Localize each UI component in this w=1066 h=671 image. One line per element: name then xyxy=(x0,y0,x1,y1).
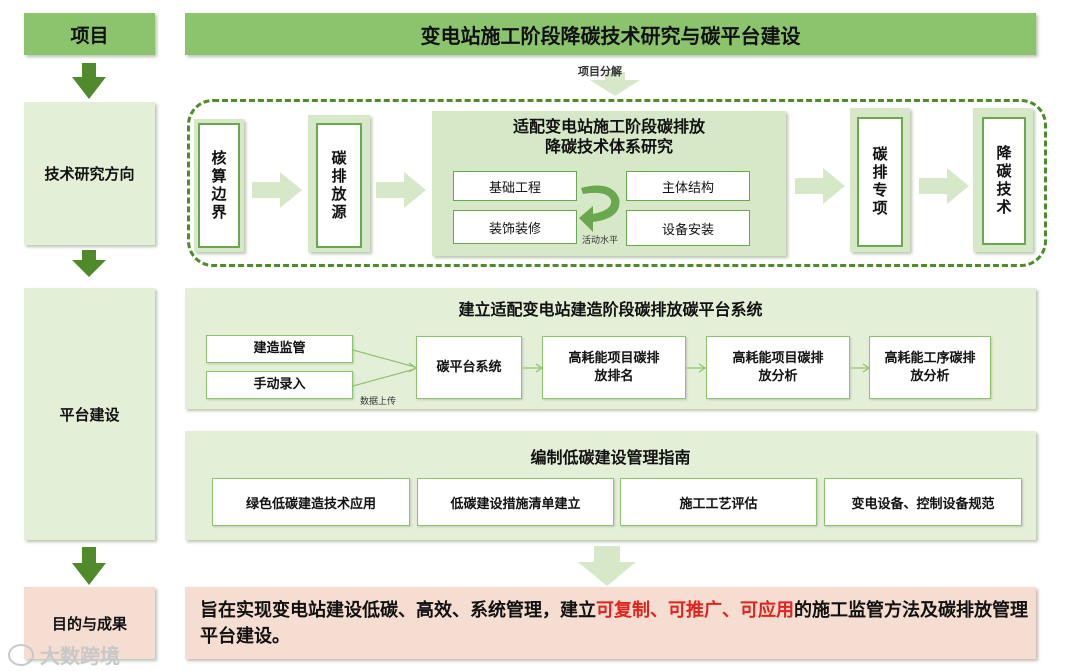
watermark: 大数跨境 xyxy=(8,640,120,669)
left-arrows xyxy=(72,63,106,585)
down-arrow-icon xyxy=(72,250,106,277)
cycle-arrow-icon xyxy=(579,185,620,232)
right-arrow-4 xyxy=(919,168,969,204)
emission-item-box: 碳排专项 xyxy=(857,117,903,247)
input-manual: 手动录入 xyxy=(206,371,353,399)
right-arrow-2 xyxy=(376,172,426,208)
down-arrow-icon xyxy=(72,547,106,585)
guide-item-4: 变电设备、控制设备规范 xyxy=(824,478,1022,526)
platform-title: 建立适配变电站建造阶段碳排放碳平台系统 xyxy=(458,300,763,319)
down-arrow-icon xyxy=(72,63,106,99)
guide-item-2: 低碳建设措施清单建立 xyxy=(417,478,614,526)
decompose-label: 项目分解 xyxy=(578,65,622,78)
watermark-text: 大数跨境 xyxy=(40,644,120,668)
input-monitoring: 建造监管 xyxy=(206,335,353,363)
system-title-line1: 适配变电站施工阶段碳排放 xyxy=(512,117,705,136)
right-arrow-1 xyxy=(252,172,302,208)
activity-equipment: 设备安装 xyxy=(626,210,750,246)
page-title: 变电站施工阶段降碳技术研究与碳平台建设 xyxy=(185,13,1036,55)
platform-connectors xyxy=(353,349,871,387)
down-arrow-icon xyxy=(590,72,640,96)
guide-item-1: 绿色低碳建造技术应用 xyxy=(212,478,410,526)
activity-structure: 主体结构 xyxy=(626,171,750,201)
result-panel xyxy=(185,587,1036,659)
right-arrow-icon xyxy=(376,172,426,208)
platform-step-project-analysis: 高耗能项目碳排放分析 xyxy=(706,336,850,399)
result-label: 目的与成果 xyxy=(24,587,155,659)
watermark-logo-icon xyxy=(8,643,34,666)
activity-decoration: 装饰装修 xyxy=(453,210,577,244)
system-title-line2: 降碳技术体系研究 xyxy=(544,137,673,156)
platform-step-process-analysis: 高耗能工序碳排放分析 xyxy=(869,336,991,399)
cycle-arrow xyxy=(579,185,620,232)
reduction-tech-box: 降碳技术 xyxy=(982,117,1026,245)
right-arrow-icon xyxy=(252,172,302,208)
tech-research-region xyxy=(187,99,1047,267)
activity-foundation: 基础工程 xyxy=(453,171,577,201)
platform-step-ranking: 高耗能项目碳排放排名 xyxy=(542,336,686,399)
result-text-before: 旨在实现变电站建设低碳、高效、系统管理，建立 xyxy=(200,600,596,621)
upload-label: 数据上传 xyxy=(360,397,397,407)
down-arrow-icon xyxy=(578,546,636,586)
tech-direction-label: 技术研究方向 xyxy=(24,102,155,245)
result-arrow xyxy=(578,546,636,586)
decompose-arrow xyxy=(590,72,640,96)
result-text-after: 的施工监管方法及碳排放管理平台建设。 xyxy=(200,600,1028,647)
result-text: 旨在实现变电站建设低碳、高效、系统管理，建立可复制、可推广、可应用的施工监管方法… xyxy=(200,598,1030,650)
result-highlight: 可复制、可推广、可应用 xyxy=(596,600,794,621)
right-arrow-3 xyxy=(795,168,845,204)
guide-title: 编制低碳建设管理指南 xyxy=(530,448,691,467)
right-arrow-icon xyxy=(919,168,969,204)
platform-step-system: 碳平台系统 xyxy=(416,336,522,399)
right-arrow-icon xyxy=(795,168,845,204)
project-label: 项目 xyxy=(24,13,155,55)
activity-level-label: 活动水平 xyxy=(582,236,619,246)
platform-label: 平台建设 xyxy=(24,288,155,540)
guide-item-3: 施工工艺评估 xyxy=(620,478,817,526)
boundary-box: 核算边界 xyxy=(198,123,240,248)
source-box: 碳排放源 xyxy=(316,123,362,248)
